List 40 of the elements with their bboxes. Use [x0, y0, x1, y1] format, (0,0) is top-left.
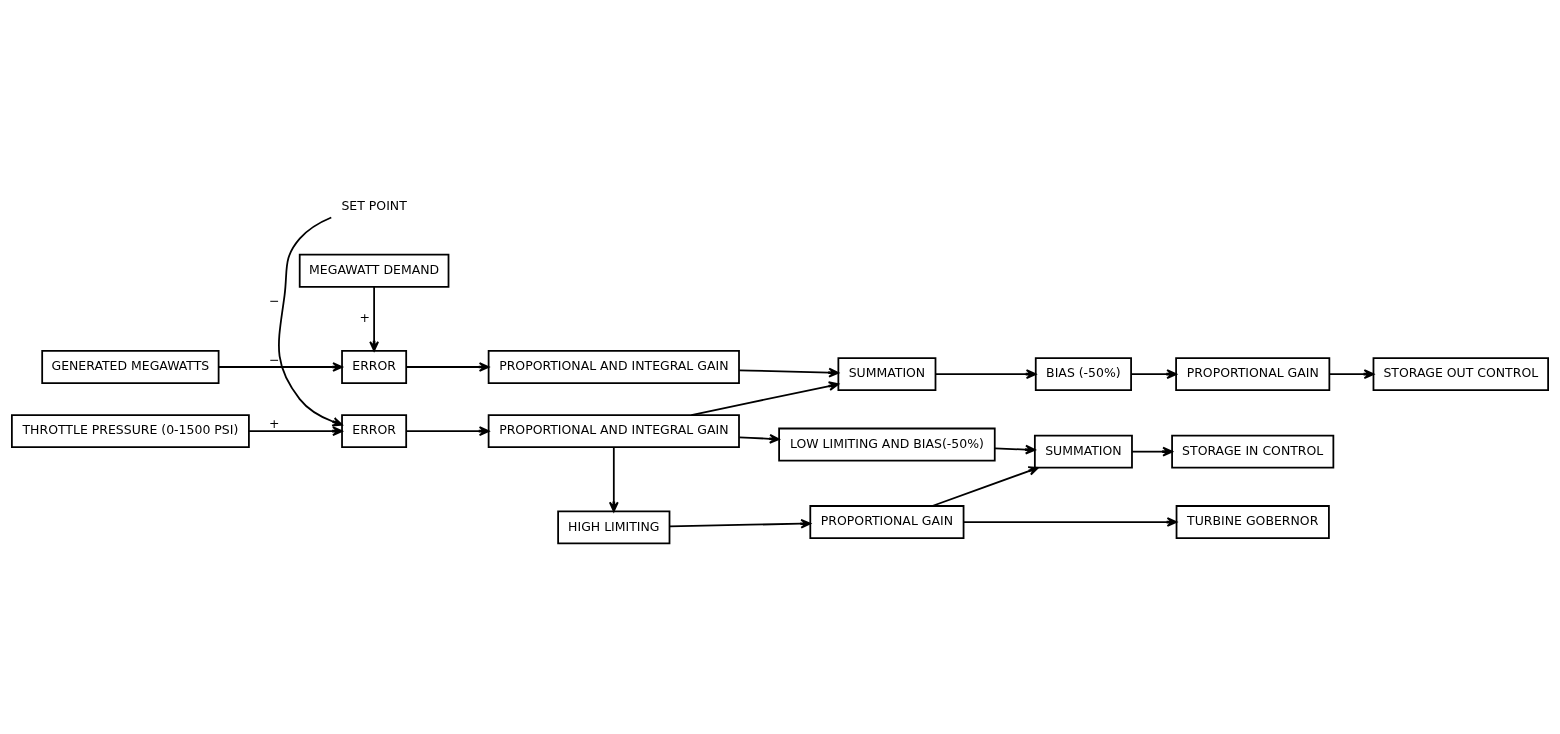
- arrow: [668, 518, 812, 529]
- arrow: [217, 362, 343, 372]
- arrow: [738, 367, 839, 378]
- node-box: GENERATED MEGAWATTS: [41, 350, 220, 384]
- edge-label: +: [269, 415, 280, 431]
- node-box: SUMMATION: [837, 357, 937, 392]
- node-box: STORAGE OUT CONTROL: [1372, 357, 1549, 392]
- arrow: [690, 381, 839, 416]
- node-box: THROTTLE PRESSURE (0-1500 PSI): [11, 414, 250, 449]
- arrow: [608, 446, 619, 513]
- arrow: [993, 444, 1036, 455]
- edge-label: −: [269, 293, 280, 309]
- node-box: ERROR: [341, 350, 408, 384]
- arrow: [931, 466, 1039, 507]
- arrow: [962, 517, 1178, 527]
- node-box: PROPORTIONAL GAIN: [1175, 357, 1331, 392]
- arrow: [405, 362, 490, 372]
- node-box: SUMMATION: [1033, 434, 1133, 469]
- arrow: [369, 285, 379, 352]
- arrow: [405, 426, 490, 437]
- node-box: PROPORTIONAL GAIN: [809, 505, 965, 539]
- node-box: BIAS (-50%): [1034, 357, 1132, 392]
- arrow: [934, 369, 1037, 380]
- node-box: STORAGE IN CONTROL: [1171, 434, 1335, 469]
- node-box: PROPORTIONAL AND INTEGRAL GAIN: [487, 414, 740, 449]
- node-text: SET POINT: [341, 197, 407, 213]
- node-box: MEGAWATT DEMAND: [298, 253, 450, 288]
- arrow: [1328, 369, 1375, 380]
- node-box: LOW LIMITING AND BIAS(-50%): [778, 427, 996, 462]
- edge-label: −: [269, 351, 280, 367]
- arrow: [278, 216, 343, 427]
- arrow: [738, 433, 780, 444]
- arrow: [1131, 446, 1173, 457]
- edge-label: +: [359, 310, 370, 326]
- node-box: TURBINE GOBERNOR: [1175, 505, 1330, 539]
- arrow: [1130, 369, 1177, 380]
- node-box: ERROR: [341, 414, 408, 449]
- node-box: HIGH LIMITING: [557, 510, 671, 545]
- node-box: PROPORTIONAL AND INTEGRAL GAIN: [487, 350, 740, 384]
- arrow: [248, 426, 343, 437]
